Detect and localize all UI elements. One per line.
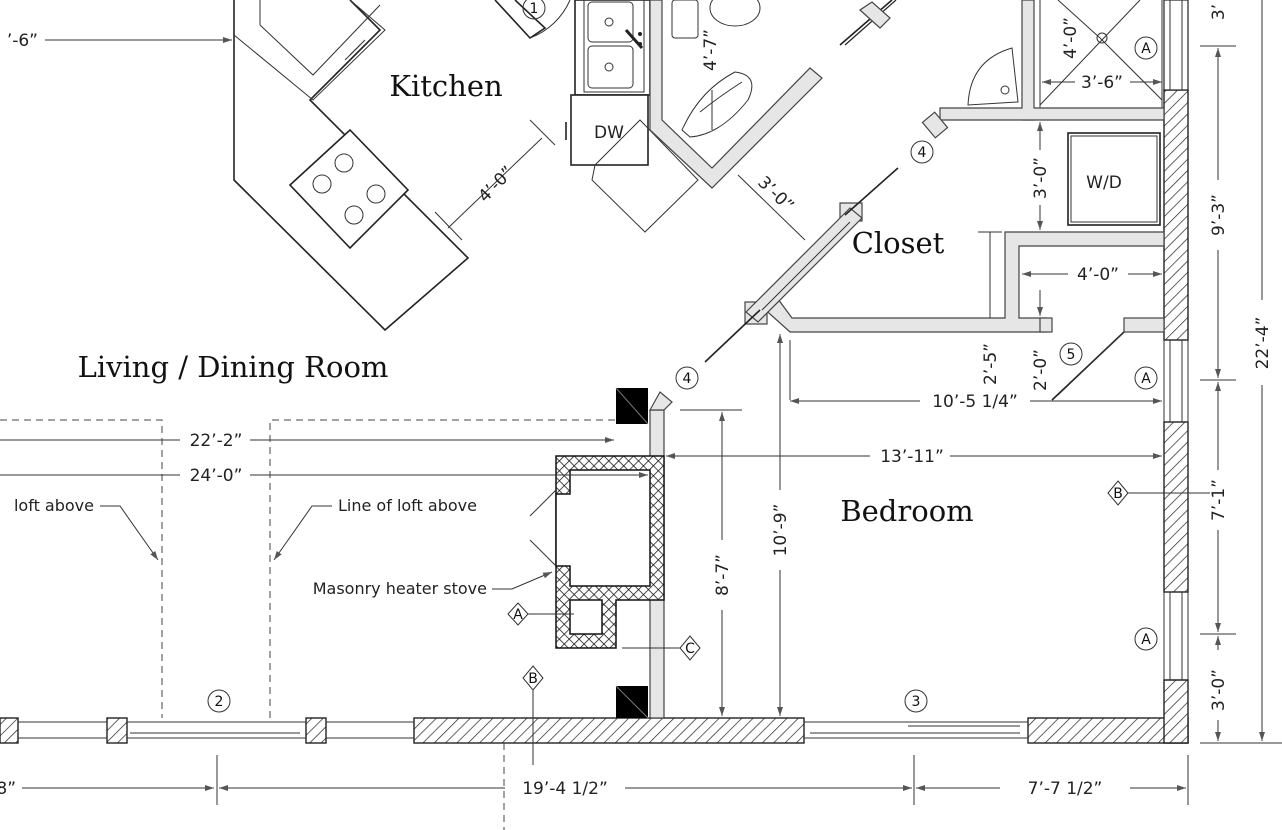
svg-text:8’-7”: 8’-7”	[713, 554, 733, 596]
svg-text:2: 2	[215, 694, 224, 710]
svg-text:4’-7”: 4’-7”	[701, 29, 721, 71]
note-loft-right: Line of loft above	[273, 496, 477, 561]
bathroom-wall	[649, 0, 823, 189]
svg-text:4’-0”: 4’-0”	[475, 162, 519, 206]
svg-text:3’-0”: 3’-0”	[1031, 157, 1051, 199]
note-loft-left: loft above	[14, 496, 159, 561]
dim-10-9: 10’-9”	[771, 334, 791, 716]
section-tag-a: A	[507, 602, 574, 626]
svg-text:9’-3”: 9’-3”	[1209, 194, 1229, 236]
door-tag-5: 5	[1059, 342, 1083, 366]
svg-text:3’: 3’	[1209, 4, 1229, 20]
svg-text:19’-4 1/2”: 19’-4 1/2”	[522, 779, 608, 799]
svg-text:7’-7 1/2”: 7’-7 1/2”	[1028, 779, 1103, 799]
door-tag-4b: 4	[675, 366, 699, 390]
svg-text:2’-5”: 2’-5”	[981, 343, 1001, 385]
kitchen-door-swing	[494, 0, 571, 40]
bath-door	[839, 0, 897, 46]
window-tag-a1: A	[1134, 36, 1158, 60]
washer-dryer: W/D	[1067, 132, 1161, 226]
svg-text:W/D: W/D	[1086, 173, 1122, 193]
dim-3-6: 3’-6”	[1042, 73, 1162, 93]
door-tag-4a: 4	[910, 140, 934, 164]
room-label-closet: Closet	[852, 226, 945, 260]
kitchen-cooktop	[288, 128, 410, 250]
svg-text:24’-0”: 24’-0”	[190, 466, 243, 486]
dim-2-0: 2’-0”	[1031, 290, 1051, 391]
room-label-kitchen: Kitchen	[389, 69, 502, 103]
window-tag-a3: A	[1134, 627, 1158, 651]
svg-text:4’-0”: 4’-0”	[1061, 17, 1081, 59]
svg-text:4: 4	[918, 145, 927, 161]
door-tag-2: 2	[207, 689, 231, 713]
svg-text:Line of loft above: Line of loft above	[338, 496, 477, 515]
svg-text:2’-0”: 2’-0”	[1031, 349, 1051, 391]
closet-door-swing	[1051, 331, 1125, 401]
svg-text:4: 4	[683, 371, 692, 387]
loft-lines	[0, 419, 616, 830]
svg-text:10’-5 1/4”: 10’-5 1/4”	[932, 392, 1018, 412]
sink-counter	[574, 0, 651, 96]
dim-22-2: 22’-2”	[0, 431, 614, 451]
svg-text:A: A	[513, 607, 523, 623]
svg-text:A: A	[1141, 41, 1151, 57]
svg-text:DW: DW	[594, 123, 624, 143]
svg-text:13’-11”: 13’-11”	[880, 447, 944, 467]
dim-24-0: 24’-0”	[0, 466, 648, 486]
closet-sliding-door	[704, 167, 899, 363]
svg-text:22’-2”: 22’-2”	[190, 431, 243, 451]
section-tag-c: C	[622, 635, 701, 661]
svg-text:A: A	[1141, 632, 1151, 648]
section-tag-b2: B	[522, 665, 544, 765]
dim-8-7: 8’-7”	[680, 409, 742, 716]
dim-2-5: 2’-5”	[978, 231, 1002, 385]
svg-text:3’-6”: 3’-6”	[1081, 73, 1123, 93]
dim-3-0-diag: 3’-0”	[737, 173, 806, 241]
svg-text:22’-4”: 22’-4”	[1253, 317, 1273, 370]
svg-text:loft above: loft above	[14, 496, 94, 515]
svg-text:3’-0”: 3’-0”	[1209, 669, 1229, 711]
svg-text:C: C	[685, 641, 695, 657]
dim-3-0-vert: 3’-0”	[1031, 122, 1051, 230]
dim-bottom-row: 8” 19’-4 1/2” 7’-7 1/2”	[0, 755, 1189, 805]
exterior-wall-right	[1163, 0, 1189, 744]
svg-text:1: 1	[530, 1, 539, 17]
svg-text:A: A	[1141, 371, 1151, 387]
dim-4-0-kitchen: 4’-0”	[434, 119, 556, 241]
svg-text:B: B	[528, 671, 538, 687]
exterior-wall-bottom	[0, 717, 1189, 744]
dim-4-0-bath: 4’-0”	[1061, 17, 1081, 59]
room-label-living: Living / Dining Room	[78, 350, 389, 384]
dim-22-4: 22’-4”	[1253, 0, 1273, 741]
svg-text:5: 5	[1067, 347, 1076, 363]
svg-text:7’-1”: 7’-1”	[1209, 479, 1229, 521]
dim-right-chain: 3’ 9’-3” 7’-1” 3’-0”	[1200, 4, 1282, 744]
section-tag-b1: B	[1107, 480, 1210, 506]
svg-text:3: 3	[912, 694, 921, 710]
svg-text:3’-0”: 3’-0”	[753, 173, 797, 217]
dim-4-0-closet: 4’-0”	[1022, 265, 1162, 285]
svg-text:8”: 8”	[0, 779, 16, 799]
dim-4-7: 4’-7”	[701, 29, 721, 130]
dishwasher: DW	[565, 94, 699, 233]
svg-text:Masonry heater stove: Masonry heater stove	[313, 579, 487, 598]
bath-wall	[921, 0, 1165, 139]
door-tag-1: 1	[522, 0, 546, 20]
note-heater: Masonry heater stove	[313, 571, 553, 598]
window-tag-a2: A	[1134, 366, 1158, 390]
dim-13-11: 13’-11”	[666, 447, 1162, 467]
masonry-heater	[529, 455, 665, 649]
svg-text:’-6”: ’-6”	[7, 31, 38, 51]
svg-text:B: B	[1113, 486, 1123, 502]
door-tag-3: 3	[904, 689, 928, 713]
dim-10-5: 10’-5 1/4”	[790, 392, 1162, 412]
dim-top-left: ’-6”	[7, 31, 232, 51]
svg-text:10’-9”: 10’-9”	[771, 504, 791, 557]
room-label-bedroom: Bedroom	[840, 494, 973, 528]
svg-text:4’-0”: 4’-0”	[1077, 265, 1119, 285]
